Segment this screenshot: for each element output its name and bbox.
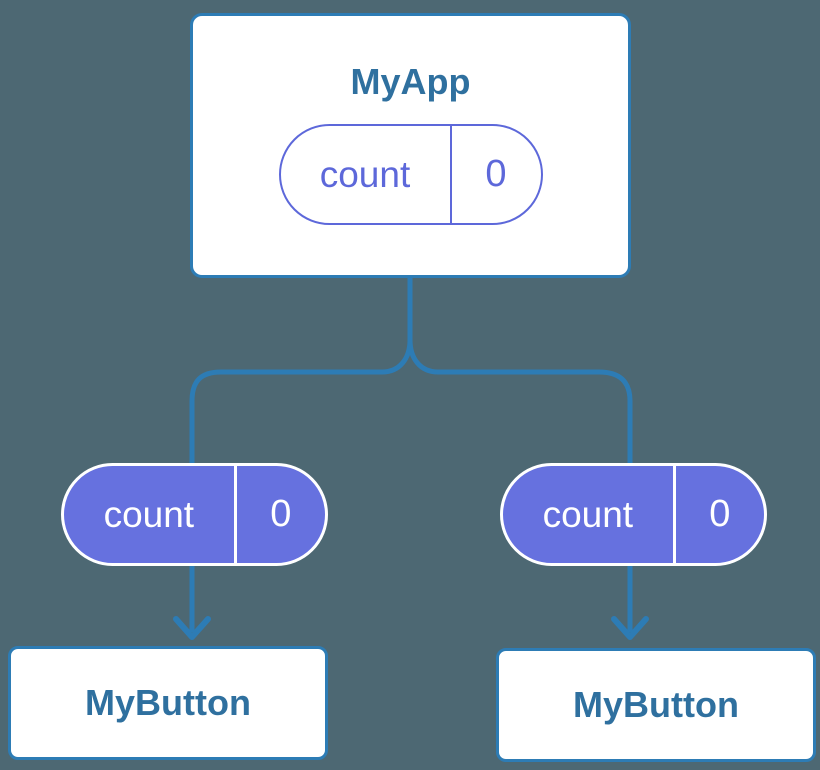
component-box-mybutton-right: MyButton [496, 648, 816, 762]
state-pill-left: count 0 [61, 463, 328, 566]
left-arrowhead-icon [173, 616, 211, 640]
state-value-label: 0 [233, 466, 325, 563]
state-pill-right: count 0 [500, 463, 767, 566]
right-arrowhead-icon [611, 616, 649, 640]
component-title-mybutton-left: MyButton [85, 682, 251, 723]
left-branch-line [189, 339, 413, 632]
right-branch-line [407, 339, 633, 632]
state-name-label: count [542, 493, 634, 535]
state-value-label: 0 [449, 126, 541, 223]
state-value-label: 0 [672, 466, 764, 563]
component-box-myapp: MyApp count 0 [190, 13, 631, 278]
component-box-mybutton-left: MyButton [8, 646, 328, 760]
state-name-label: count [103, 493, 195, 535]
component-title-myapp: MyApp [350, 61, 471, 102]
state-pill-myapp: count 0 [278, 124, 543, 225]
component-title-mybutton-right: MyButton [573, 684, 739, 725]
state-name-label: count [319, 153, 411, 195]
